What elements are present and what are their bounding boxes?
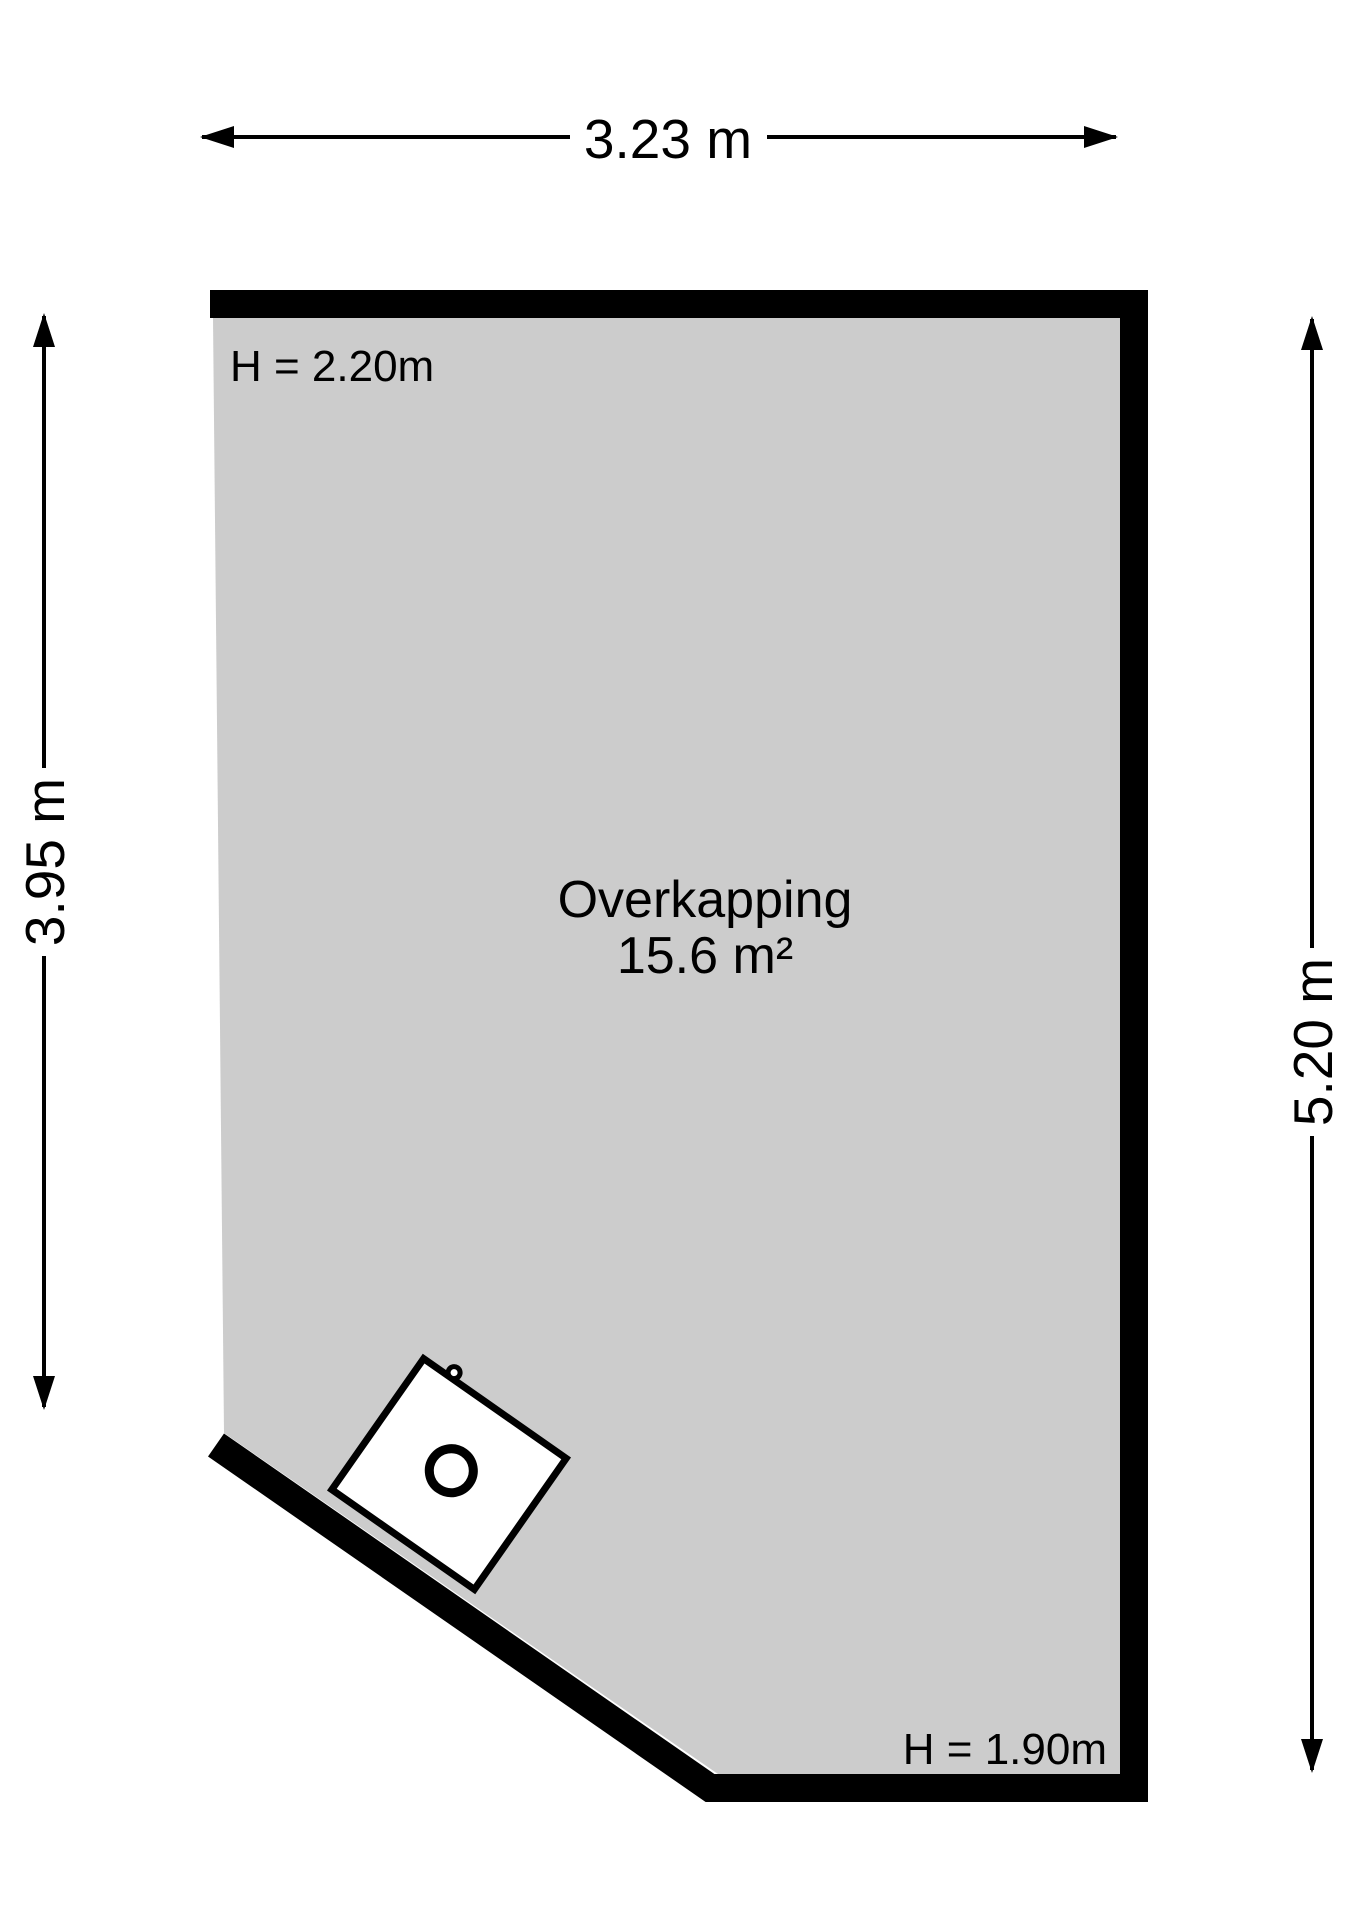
dimension-right-label: 5.20 m: [1282, 958, 1344, 1126]
stove-knob-icon: [445, 1364, 463, 1382]
height-label-bottom-right: H = 1.90m: [903, 1725, 1107, 1774]
dimension-left: 3.95 m: [14, 313, 76, 1410]
height-label-top-left: H = 2.20m: [230, 342, 434, 391]
arrow-up-icon: [33, 313, 55, 347]
stove-symbol: [326, 1353, 572, 1595]
dimension-right: 5.20 m: [1282, 316, 1344, 1773]
stove-burner-icon: [424, 1444, 478, 1498]
room-floor: [213, 318, 1120, 1774]
arrow-up-icon: [1301, 316, 1323, 350]
arrow-down-icon: [1301, 1739, 1323, 1773]
dimension-left-label: 3.95 m: [14, 778, 76, 946]
room-name-label: Overkapping: [558, 871, 853, 929]
arrow-left-icon: [200, 126, 234, 148]
dimension-top: 3.23 m: [200, 108, 1118, 170]
arrow-down-icon: [33, 1376, 55, 1410]
room-area-label: 15.6 m²: [617, 927, 793, 985]
stove-body: [326, 1353, 572, 1595]
room-walls: [208, 290, 1148, 1802]
dimension-top-label: 3.23 m: [584, 108, 752, 170]
arrow-right-icon: [1084, 126, 1118, 148]
